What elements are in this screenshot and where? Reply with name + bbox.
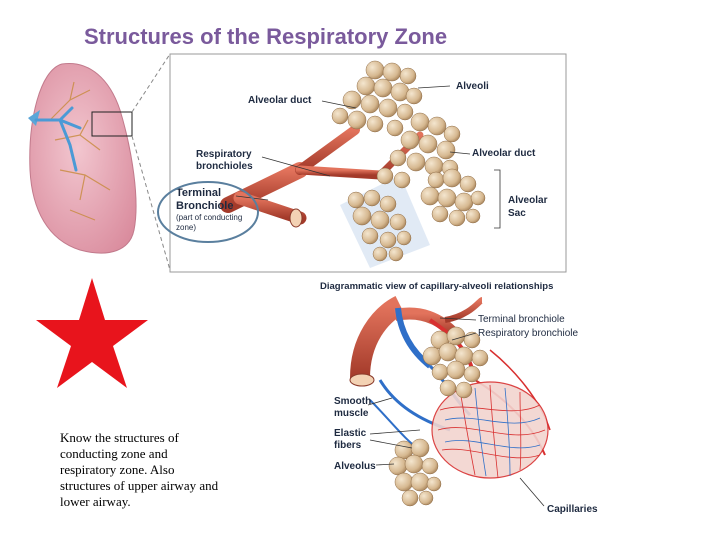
bottom-figure-caption: Diagrammatic view of capillary-alveoli r… bbox=[320, 281, 553, 292]
label-capillaries: Capillaries bbox=[547, 504, 598, 515]
label-alveolar-sac-2: Sac bbox=[508, 208, 526, 219]
lung-illustration bbox=[28, 63, 136, 253]
label-smooth-muscle: muscle bbox=[334, 408, 369, 419]
label-smooth: Smooth bbox=[334, 396, 371, 407]
label-alveolar-sac-1: Alveolar bbox=[508, 195, 548, 206]
study-note: Know the structures of conducting zone a… bbox=[60, 430, 220, 510]
label-terminal-bronchiole-bottom: Terminal bronchiole bbox=[478, 314, 565, 325]
label-respiratory-bronchioles-1: Respiratory bbox=[196, 149, 252, 160]
label-terminal-note-2: zone) bbox=[176, 223, 196, 232]
label-elastic-fibers: fibers bbox=[334, 440, 362, 451]
inset-line-bottom bbox=[132, 136, 170, 270]
label-alveolus: Alveolus bbox=[334, 461, 376, 472]
label-alveolar-duct-top: Alveolar duct bbox=[248, 95, 312, 106]
label-terminal-note-1: (part of conducting bbox=[176, 213, 242, 222]
label-alveoli: Alveoli bbox=[456, 81, 489, 92]
red-star-icon bbox=[36, 278, 148, 388]
label-respiratory-bronchioles-2: bronchioles bbox=[196, 161, 253, 172]
label-elastic: Elastic bbox=[334, 428, 367, 439]
inset-line-top bbox=[132, 54, 170, 112]
label-terminal-bronchiole: Bronchiole bbox=[176, 200, 233, 212]
label-respiratory-bronchiole: Respiratory bronchiole bbox=[478, 328, 578, 339]
label-terminal: Terminal bbox=[176, 187, 221, 199]
label-alveolar-duct-right: Alveolar duct bbox=[472, 148, 536, 159]
